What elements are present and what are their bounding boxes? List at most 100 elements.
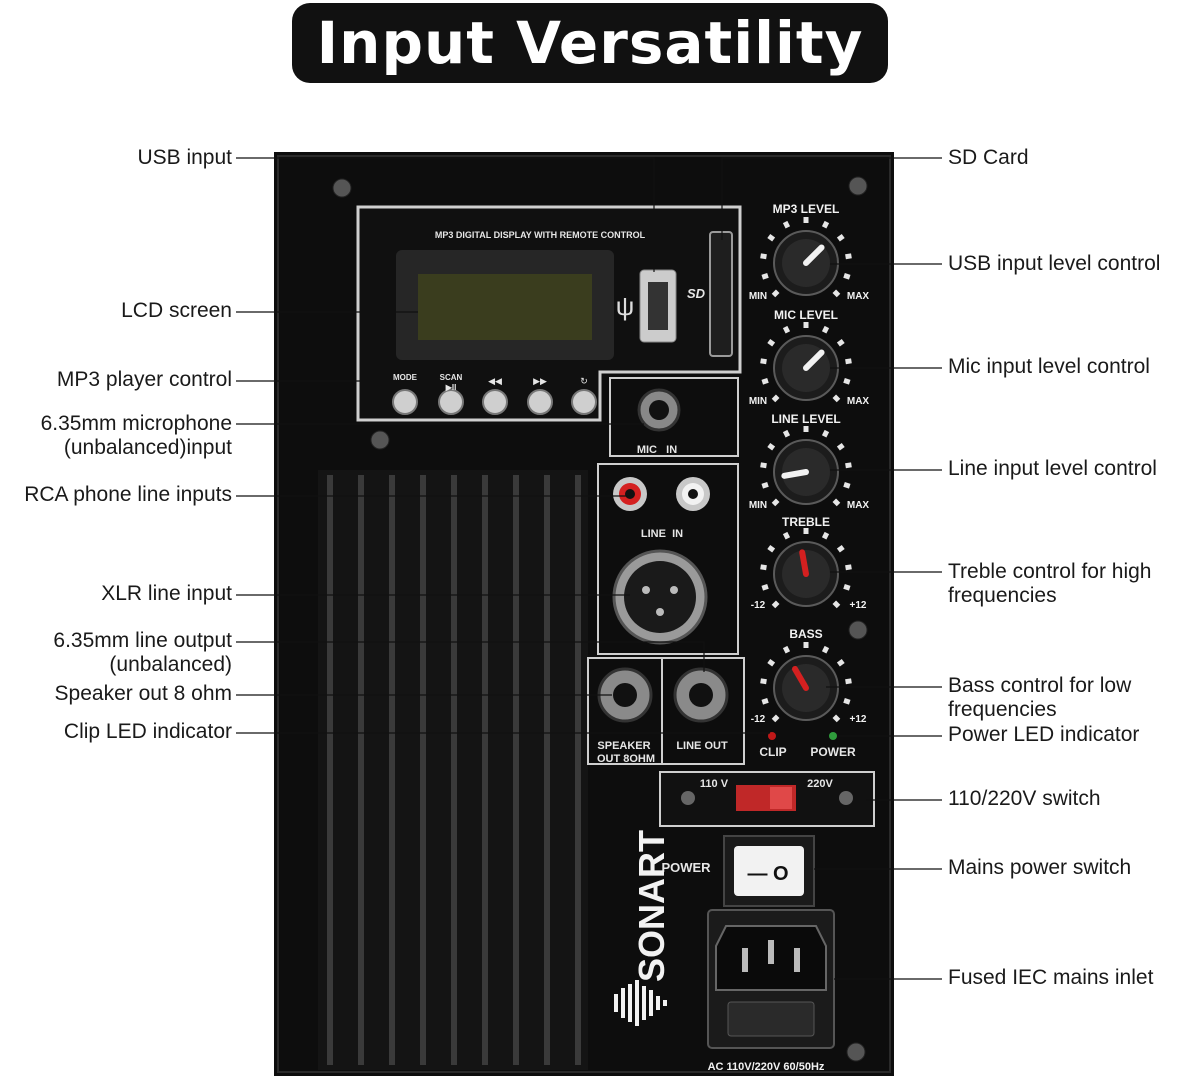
speaker-out-label-2: OUT 8OHM xyxy=(597,753,655,765)
ac-rating-label: AC 110V/220V 60/50Hz xyxy=(708,1061,825,1073)
usb-symbol-icon: ψ xyxy=(616,291,635,321)
leader-line-right xyxy=(721,157,942,240)
knob-min-label: MIN xyxy=(749,396,767,407)
callout-text: 110/220V switch xyxy=(948,787,1101,810)
knob-label: MIC LEVEL xyxy=(774,308,838,322)
callout-left-4: RCA phone line inputs xyxy=(24,483,232,507)
callout-text: Treble control for high xyxy=(948,560,1152,583)
knob-max-label: +12 xyxy=(850,600,867,611)
heatsink xyxy=(318,470,588,1070)
voltage-switch-plate: 110 V 220V xyxy=(659,771,875,827)
switch-symbols: — O xyxy=(747,863,788,885)
mp3-button-label: MODE xyxy=(393,373,418,382)
callout-text: Clip LED indicator xyxy=(63,720,232,743)
knob-min-label: MIN xyxy=(749,500,767,511)
knob-label: MP3 LEVEL xyxy=(773,202,840,216)
power-led-label: POWER xyxy=(810,745,856,759)
knob-max-label: MAX xyxy=(847,291,870,302)
callout-text: (unbalanced) xyxy=(109,653,232,676)
callout-text: USB input level control xyxy=(948,252,1161,275)
callout-right-8: Mains power switch xyxy=(948,856,1131,880)
callout-text: USB input xyxy=(137,146,232,169)
callout-text: 6.35mm microphone xyxy=(40,412,232,435)
speaker-out-label-1: SPEAKER xyxy=(597,740,650,752)
input-bay: MIC IN LINE IN SPEAKER OUT 8OHM LINE OUT xyxy=(587,377,745,765)
callout-left-0: USB input xyxy=(137,146,232,170)
callout-text: (unbalanced)input xyxy=(63,436,232,459)
mp3-module-title: MP3 DIGITAL DISPLAY WITH REMOTE CONTROL xyxy=(435,230,646,240)
power-label: POWER xyxy=(661,860,711,875)
callout-text: RCA phone line inputs xyxy=(24,483,232,506)
callout-text: frequencies xyxy=(948,584,1057,607)
brand-logo: SONART xyxy=(631,830,672,982)
clip-label: CLIP xyxy=(759,745,786,759)
scan-symbol: ▶II xyxy=(445,383,457,392)
callout-text: MP3 player control xyxy=(56,368,232,391)
callout-text: Power LED indicator xyxy=(948,723,1140,746)
mp3-control-button[interactable] xyxy=(392,389,418,415)
mp3-button-label: SCAN xyxy=(440,373,463,382)
title-banner: Input Versatility xyxy=(292,3,888,83)
line-in-label: LINE IN xyxy=(641,528,683,540)
callout-right-2: Mic input level control xyxy=(948,355,1150,379)
leader-line-left xyxy=(236,641,705,672)
mains-power-switch[interactable] xyxy=(734,846,804,896)
callout-left-3: 6.35mm microphone(unbalanced)input xyxy=(41,412,232,460)
transport-icon: ↻ xyxy=(580,376,588,386)
callout-text: Speaker out 8 ohm xyxy=(54,682,232,705)
callout-right-1: USB input level control xyxy=(948,252,1160,276)
mp3-control-button[interactable] xyxy=(527,389,553,415)
callout-right-0: SD Card xyxy=(948,146,1029,170)
callout-left-8: Clip LED indicator xyxy=(64,720,232,744)
transport-icon: ◀◀ xyxy=(488,376,502,386)
callout-left-6: 6.35mm line output(unbalanced) xyxy=(53,629,232,677)
sd-card-slot[interactable] xyxy=(709,231,733,357)
callout-right-7: 110/220V switch xyxy=(948,787,1101,811)
voltage-110-label: 110 V xyxy=(700,778,729,790)
mp3-control-button[interactable] xyxy=(482,389,508,415)
mic-in-label: MIC IN xyxy=(637,444,677,456)
callout-right-6: Power LED indicator xyxy=(948,723,1139,747)
callout-right-3: Line input level control xyxy=(948,457,1157,481)
callout-text: Mic input level control xyxy=(948,355,1150,378)
callout-text: Line input level control xyxy=(948,457,1157,480)
power-led xyxy=(829,732,837,740)
mp3-control-button[interactable] xyxy=(438,389,464,415)
callout-text: Bass control for low xyxy=(948,674,1132,697)
knob-label: LINE LEVEL xyxy=(771,412,840,426)
knob-min-label: MIN xyxy=(749,291,767,302)
mp3-control-button[interactable] xyxy=(571,389,597,415)
callout-left-2: MP3 player control xyxy=(57,368,232,392)
brand-bars-icon xyxy=(614,980,667,1026)
callout-text: XLR line input xyxy=(101,582,232,605)
fuse-drawer[interactable] xyxy=(727,1001,815,1037)
callout-text: frequencies xyxy=(948,698,1057,721)
callout-left-5: XLR line input xyxy=(101,582,232,606)
level-knob-0[interactable]: MP3 LEVEL MIN MAX xyxy=(749,202,870,302)
iec-inlet xyxy=(707,909,835,1049)
knob-min-label: -12 xyxy=(751,714,766,725)
callout-text: LCD screen xyxy=(121,299,232,322)
callout-text: Fused IEC mains inlet xyxy=(948,966,1154,989)
sd-logo: SD xyxy=(687,286,706,301)
level-knob-3[interactable]: TREBLE-12+12 xyxy=(751,515,867,611)
clip-led xyxy=(768,732,776,740)
callout-text: Mains power switch xyxy=(948,856,1132,879)
transport-icon: ▶▶ xyxy=(533,376,547,386)
callout-left-7: Speaker out 8 ohm xyxy=(55,682,232,706)
line-out-label: LINE OUT xyxy=(676,740,728,752)
callout-text: SD Card xyxy=(948,146,1029,169)
voltage-220-label: 220V xyxy=(807,778,833,790)
knob-max-label: MAX xyxy=(847,396,870,407)
knob-max-label: +12 xyxy=(850,714,867,725)
page-title: Input Versatility xyxy=(316,9,864,77)
callout-right-9: Fused IEC mains inlet xyxy=(948,966,1153,990)
lcd-screen xyxy=(418,274,592,340)
knob-label: TREBLE xyxy=(782,515,830,529)
level-knob-4[interactable]: BASS-12+12 xyxy=(751,627,867,725)
mp3-module: MP3 DIGITAL DISPLAY WITH REMOTE CONTROL … xyxy=(356,205,742,422)
